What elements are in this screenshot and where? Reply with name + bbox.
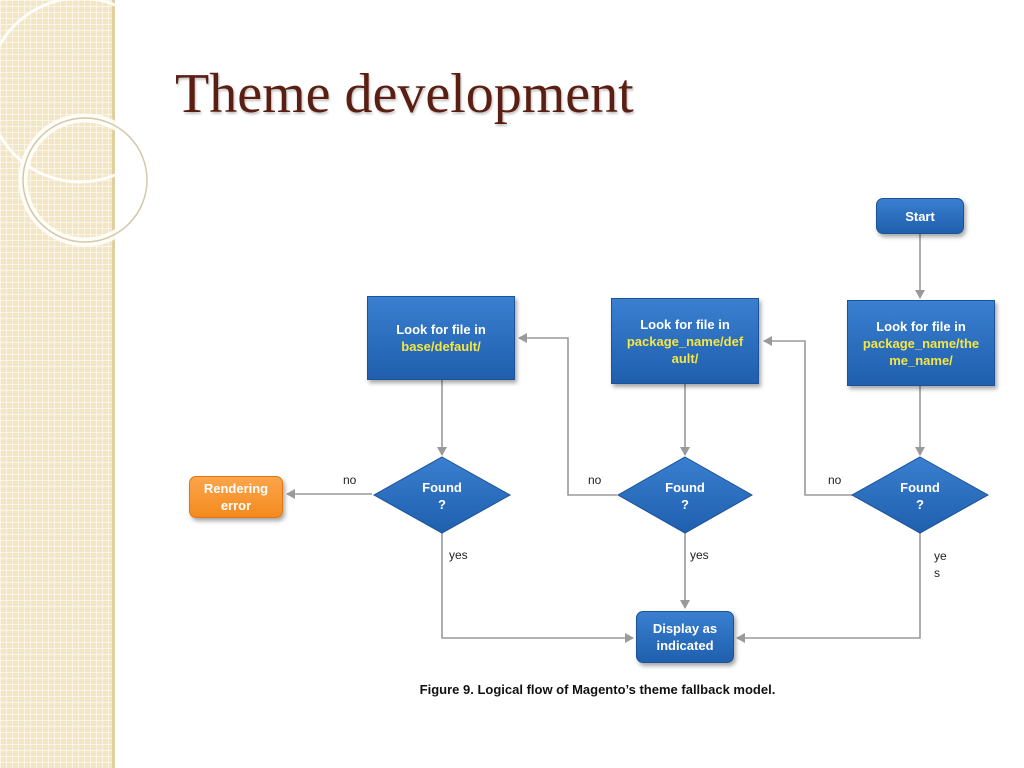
arrow-found-2-no-to-look-base (518, 333, 617, 496)
edge-label-yes-3: yes (449, 548, 468, 562)
slide-title: Theme development (175, 63, 634, 125)
look-theme-node: Look for file in package_name/the me_nam… (847, 300, 995, 386)
look-theme-line-2: package_name/the (862, 335, 980, 351)
found-3-line-2: ? (438, 497, 446, 512)
start-node: Start (876, 198, 964, 234)
look-base-line-2: base/default/ (401, 339, 481, 354)
found-2-line-1: Found (665, 480, 705, 495)
found-2-line-2: ? (681, 497, 689, 512)
found-1-line-2: ? (916, 497, 924, 512)
error-line-2: error (220, 498, 252, 513)
edge-label-yes-1: ye s (934, 548, 947, 582)
error-line-1: Rendering (203, 481, 269, 496)
decision-diamond-3 (372, 456, 512, 534)
look-base-line-1: Look for file in (396, 322, 486, 337)
look-default-node: Look for file in package_name/def ault/ (611, 298, 759, 384)
edge-label-yes-1-line-1: ye (934, 549, 947, 563)
look-default-line-1: Look for file in (640, 316, 730, 332)
display-line-2: indicated (656, 638, 714, 653)
display-line-1: Display as (652, 621, 718, 636)
error-node: Rendering error (189, 476, 283, 518)
arrow-found-1-yes-to-display (736, 533, 921, 643)
edge-label-no-2: no (588, 473, 602, 487)
found-2-label: Found ? (650, 479, 720, 513)
look-default-line-3: ault/ (671, 350, 699, 366)
edge-label-yes-2: yes (690, 548, 709, 562)
look-base-node: Look for file in base/default/ (367, 296, 515, 380)
decorative-side-edge (112, 0, 115, 768)
start-label: Start (905, 208, 935, 224)
found-3-label: Found ? (407, 479, 477, 513)
look-default-line-2: package_name/def (626, 333, 744, 349)
decision-diamond-1 (850, 456, 990, 534)
found-1-label: Found ? (885, 479, 955, 513)
look-theme-line-1: Look for file in (876, 318, 966, 334)
look-theme-line-3: me_name/ (889, 352, 953, 368)
edge-label-yes-1-line-2: s (934, 566, 940, 580)
found-3-line-1: Found (422, 480, 462, 495)
figure-caption: Figure 9. Logical flow of Magento’s them… (419, 682, 776, 697)
found-1-line-1: Found (900, 480, 940, 495)
edge-label-no-1: no (828, 473, 842, 487)
edge-label-no-3: no (343, 473, 357, 487)
decorative-rings (0, 0, 160, 247)
arrow-found-3-yes-to-display (441, 533, 634, 643)
display-node: Display as indicated (636, 611, 734, 663)
arrow-found-1-no-to-look-default (763, 336, 863, 496)
decision-diamond-2 (616, 456, 754, 534)
